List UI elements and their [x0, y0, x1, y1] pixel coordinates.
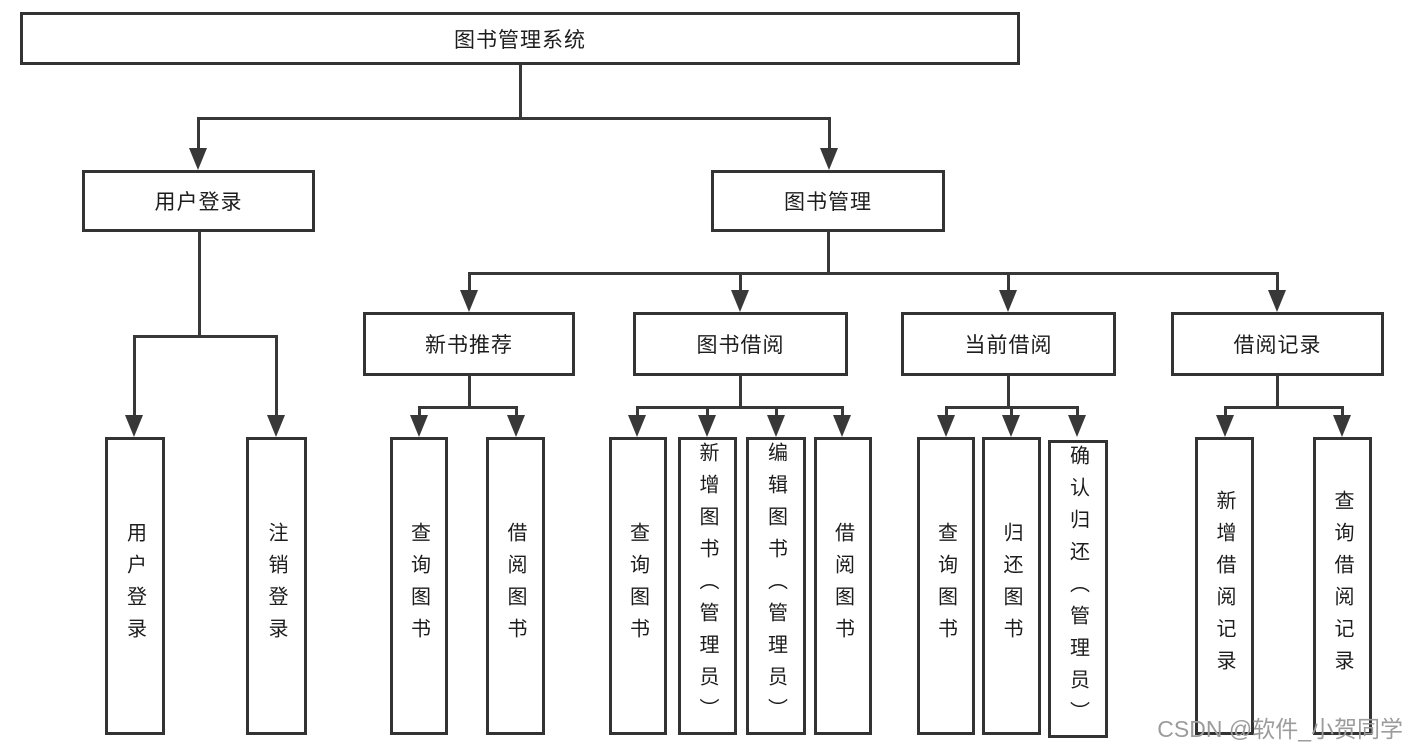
leaf-newbook-query: 查询图书 — [390, 437, 448, 735]
arrow-icon — [189, 148, 207, 170]
connector-line — [519, 65, 522, 118]
arrow-icon — [125, 415, 143, 437]
arrow-icon — [1333, 415, 1351, 437]
leaf-records-query: 查询借阅记录 — [1313, 437, 1372, 735]
arrow-icon — [937, 415, 955, 437]
arrow-icon — [267, 415, 285, 437]
node-user-login: 用户登录 — [82, 170, 315, 232]
connector-line — [1276, 272, 1279, 290]
connector-line — [515, 406, 518, 415]
connector-line — [775, 406, 778, 415]
node-new-book-rec: 新书推荐 — [363, 312, 575, 376]
leaf-current-confirm: 确认归还（管理员） — [1048, 440, 1108, 738]
arrow-icon — [1268, 290, 1286, 312]
node-current-borrow: 当前借阅 — [901, 312, 1116, 376]
connector-line — [636, 406, 639, 415]
arrow-icon — [1068, 415, 1086, 437]
connector-line — [841, 406, 844, 415]
connector-line — [1341, 406, 1344, 415]
connector-line — [1276, 375, 1279, 408]
leaf-borrowing-edit: 编辑图书（管理员） — [746, 437, 806, 735]
leaf-current-query: 查询图书 — [917, 437, 975, 735]
leaf-borrowing-borrow: 借阅图书 — [814, 437, 872, 735]
connector-line — [828, 117, 831, 148]
node-book-mgmt: 图书管理 — [711, 170, 945, 232]
connector-line — [198, 231, 201, 338]
connector-line — [636, 406, 844, 409]
leaf-user-login: 用户登录 — [105, 437, 165, 735]
connector-line — [1076, 406, 1079, 415]
connector-line — [827, 231, 830, 274]
leaf-current-return: 归还图书 — [982, 437, 1041, 735]
arrow-icon — [999, 290, 1017, 312]
leaf-borrowing-query: 查询图书 — [609, 437, 667, 735]
leaf-records-add: 新增借阅记录 — [1195, 437, 1254, 735]
connector-line — [133, 335, 136, 415]
leaf-borrowing-add: 新增图书（管理员） — [678, 437, 737, 735]
connector-line — [1010, 406, 1013, 415]
arrow-icon — [628, 415, 646, 437]
leaf-newbook-borrow: 借阅图书 — [486, 437, 545, 735]
connector-line — [739, 375, 742, 408]
node-root: 图书管理系统 — [20, 12, 1020, 65]
connector-line — [275, 335, 278, 415]
connector-line — [945, 406, 948, 415]
node-book-borrowing: 图书借阅 — [633, 312, 848, 376]
connector-line — [468, 375, 471, 408]
connector-line — [133, 335, 277, 338]
arrow-icon — [1002, 415, 1020, 437]
node-borrow-records: 借阅记录 — [1171, 312, 1384, 376]
arrow-icon — [1216, 415, 1234, 437]
csdn-watermark: CSDN @软件_小贺同学 — [1157, 716, 1403, 742]
connector-line — [1224, 406, 1227, 415]
connector-line — [1007, 375, 1010, 408]
arrow-icon — [410, 415, 428, 437]
connector-line — [1224, 406, 1344, 409]
connector-line — [706, 406, 709, 415]
arrow-icon — [820, 148, 838, 170]
connector-line — [197, 117, 830, 120]
arrow-icon — [507, 415, 525, 437]
arrow-icon — [698, 415, 716, 437]
arrow-icon — [767, 415, 785, 437]
connector-line — [418, 406, 421, 415]
arrow-icon — [833, 415, 851, 437]
connector-line — [1007, 272, 1010, 290]
connector-line — [739, 272, 742, 290]
arrow-icon — [731, 290, 749, 312]
connector-line — [468, 272, 1278, 275]
connector-line — [418, 406, 517, 409]
connector-line — [197, 117, 200, 148]
arrow-icon — [460, 290, 478, 312]
leaf-logout: 注销登录 — [246, 437, 307, 735]
connector-line — [468, 272, 471, 290]
